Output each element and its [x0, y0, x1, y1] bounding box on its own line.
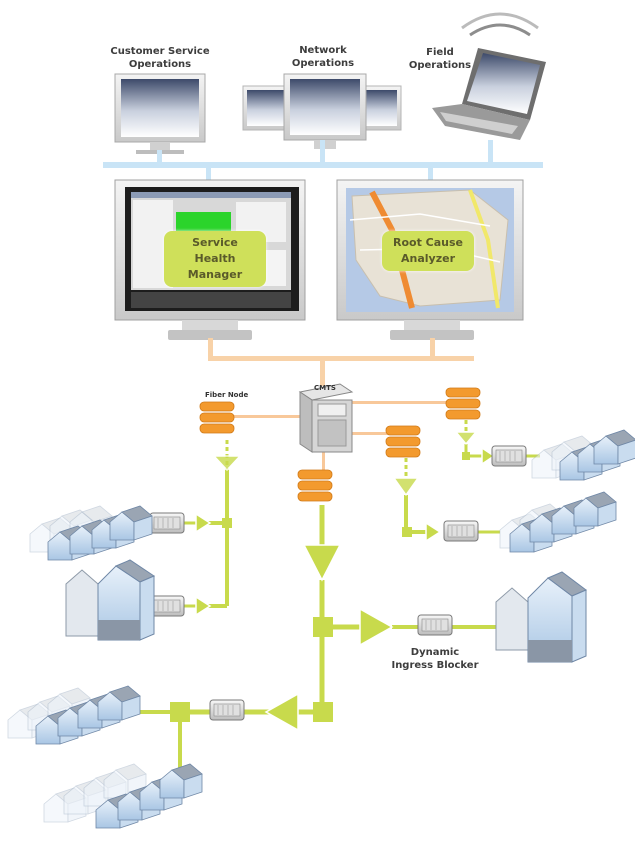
apartment-right — [495, 571, 587, 663]
app-bus — [208, 338, 474, 386]
house-cluster-right-mid — [499, 491, 617, 553]
tap-box — [149, 512, 185, 534]
house-cluster-bottom — [43, 763, 203, 829]
ingress-blocker-box — [417, 614, 453, 636]
field-operations-label: Field Operations — [408, 47, 472, 71]
coax-splitters — [170, 452, 470, 722]
fiber-node-right-mid — [385, 425, 421, 458]
cmts — [298, 383, 354, 453]
coax-network — [140, 420, 540, 770]
apartment-left — [65, 559, 156, 641]
network-operations-label: Network Operations — [291, 45, 355, 69]
customer-service-operations-label: Customer Service Operations — [110, 46, 210, 70]
tap-box — [149, 595, 185, 617]
fiber-node-right-top — [445, 387, 481, 420]
fiber-node-left — [199, 401, 235, 434]
service-health-manager-callout: Service Health Manager — [164, 231, 266, 287]
field-laptop — [432, 12, 546, 140]
operations-bus — [103, 140, 543, 182]
house-cluster-right-top — [531, 429, 635, 481]
fiber-node-label: Fiber Node — [205, 391, 249, 399]
tap-box — [491, 445, 527, 467]
dynamic-ingress-blocker-label: Dynamic Ingress Blocker — [391, 647, 479, 671]
coax-amplifiers — [195, 431, 496, 732]
fiber-node-center — [297, 469, 333, 502]
tap-box — [443, 520, 479, 542]
customer-service-monitor — [114, 73, 206, 154]
house-cluster-left-bottom — [7, 685, 141, 745]
network-operations-monitors — [242, 73, 402, 149]
cmts-label: CMTS — [314, 384, 336, 392]
tap-box — [209, 699, 245, 721]
house-cluster-left-top — [29, 505, 153, 561]
root-cause-analyzer-callout: Root Cause Analyzer — [382, 231, 474, 271]
fiber-links — [230, 401, 448, 470]
